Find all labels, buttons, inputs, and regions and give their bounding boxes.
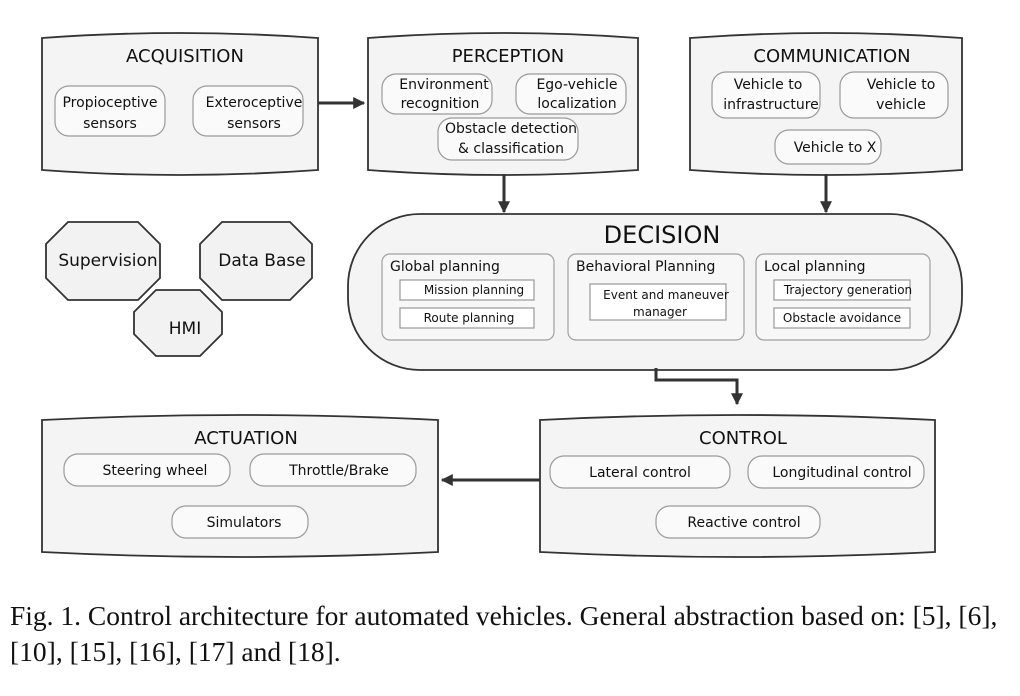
vehicle-to-infrastructure-line1: Vehicle to [734,77,803,93]
perception-title: PERCEPTION [452,46,565,67]
obstacle-detection-line2: & classification [458,141,564,157]
communication-block: COMMUNICATION Vehicle to infrastructure … [689,32,963,176]
behavioral-planning-title: Behavioral Planning [576,259,715,275]
exteroceptive-sensors-line2: sensors [227,116,281,132]
hmi-module: HMI [133,289,223,357]
acquisition-block: ACQUISITION Propioceptive sensors Extero… [41,32,319,176]
mission-planning: Mission planning [424,283,524,297]
perception-block: PERCEPTION Environment recognition Ego-v… [367,32,639,176]
vehicle-to-x: Vehicle to X [794,140,877,156]
propioceptive-sensors-line2: sensors [83,116,137,132]
exteroceptive-sensors-line1: Exteroceptive [206,95,303,111]
environment-recognition-line2: recognition [401,96,480,112]
actuation-title: ACTUATION [194,428,298,449]
local-planning-title: Local planning [764,259,866,275]
database-module: Data Base [199,221,313,301]
actuation-block: ACTUATION Steering wheel Throttle/Brake … [41,414,439,558]
route-planning: Route planning [424,311,515,325]
environment-recognition-line1: Environment [399,77,489,93]
trajectory-generation: Trajectory generation [783,283,912,297]
simulators: Simulators [207,515,282,531]
lateral-control: Lateral control [589,465,691,481]
event-maneuver-line1: Event and maneuver [603,288,729,302]
throttle-brake: Throttle/Brake [288,463,389,479]
acquisition-title: ACQUISITION [126,46,244,67]
vehicle-to-vehicle-line1: Vehicle to [867,77,936,93]
database-label: Data Base [218,251,305,271]
longitudinal-control: Longitudinal control [772,465,911,481]
steering-wheel: Steering wheel [103,463,208,479]
propioceptive-sensors-line1: Propioceptive [62,95,157,111]
obstacle-avoidance: Obstacle avoidance [783,311,901,325]
communication-title: COMMUNICATION [753,46,910,67]
control-block: CONTROL Lateral control Longitudinal con… [539,414,936,558]
ego-vehicle-localization-line2: localization [537,96,616,112]
vehicle-to-infrastructure-line2: infrastructure [723,97,819,113]
vehicle-to-vehicle-line2: vehicle [876,97,926,113]
arrow-decision-to-control [654,368,743,406]
decision-title: DECISION [604,221,721,249]
supervision-label: Supervision [58,251,157,271]
decision-block: DECISION Global planning Mission plannin… [347,213,963,371]
ego-vehicle-localization-line1: Ego-vehicle [536,77,617,93]
figure-caption: Fig. 1. Control architecture for automat… [10,600,998,667]
supervision-module: Supervision [45,221,161,301]
reactive-control: Reactive control [687,515,800,531]
global-planning-title: Global planning [390,259,500,275]
hmi-label: HMI [169,319,201,339]
control-title: CONTROL [699,428,787,449]
obstacle-detection-line1: Obstacle detection [445,121,577,137]
event-maneuver-line2: manager [633,305,687,319]
